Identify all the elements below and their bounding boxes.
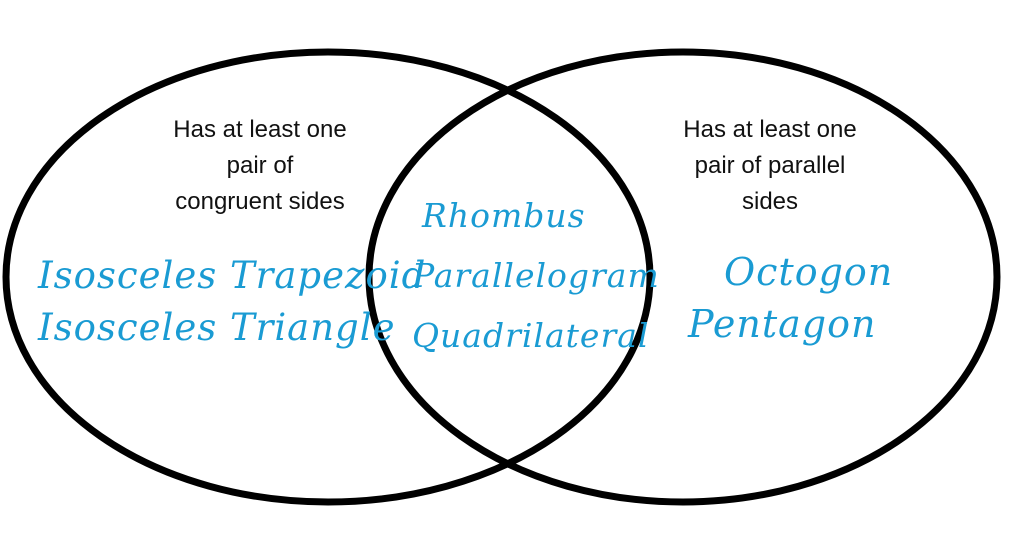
left-circle bbox=[2, 48, 654, 506]
intersection-item-1: Rhombus bbox=[422, 196, 586, 235]
right-set-items: Octogon Pentagon bbox=[688, 246, 893, 350]
intersection-item-3: Quadrilateral bbox=[412, 316, 650, 355]
left-label-line-3: congruent sides bbox=[175, 188, 345, 215]
left-set-label: Has at least one pair of congruent sides bbox=[130, 112, 390, 220]
left-item-1: Isosceles Trapezoid bbox=[38, 254, 427, 297]
right-circle bbox=[365, 48, 1001, 506]
right-item-1: Octogon bbox=[724, 250, 894, 294]
right-label-line-3: sides bbox=[741, 188, 799, 215]
left-label-line-1: Has at least one bbox=[173, 116, 347, 143]
left-item-2: Isosceles Triangle bbox=[38, 306, 396, 349]
right-label-line-1: Has at least one bbox=[683, 116, 857, 143]
right-label-line-2: pair of parallel bbox=[694, 152, 846, 179]
intersection-items: Rhombus Parallelogram Quadrilateral bbox=[412, 186, 660, 366]
right-set-label: Has at least one pair of parallel sides bbox=[640, 112, 900, 220]
left-set-items: Isosceles Trapezoid Isosceles Triangle bbox=[38, 250, 426, 354]
left-label-line-2: pair of bbox=[226, 152, 294, 179]
intersection-item-2: Parallelogram bbox=[412, 256, 660, 295]
right-item-2: Pentagon bbox=[688, 302, 877, 346]
